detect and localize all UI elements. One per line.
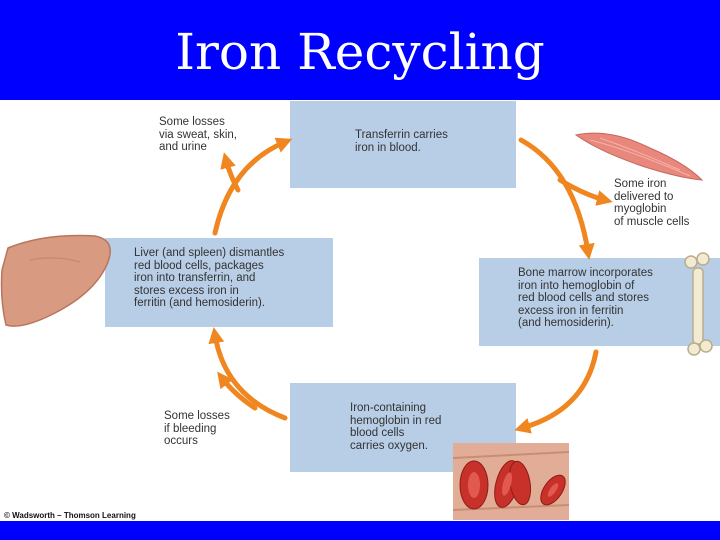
bone-marrow-text: Bone marrow incorporates iron into hemog… bbox=[518, 267, 653, 329]
publisher-credit: © Wadsworth – Thomson Learning bbox=[4, 511, 136, 520]
arrow-muscle-branch bbox=[557, 177, 613, 206]
title-bar bbox=[0, 0, 720, 100]
liver-box bbox=[105, 238, 333, 327]
arrow-sweat-branch bbox=[220, 152, 241, 193]
page-title: Iron Recycling bbox=[175, 23, 545, 81]
arrow-marrow-to-rbc bbox=[514, 349, 599, 434]
arrow-bleeding-branch bbox=[217, 371, 258, 411]
bottom-bar bbox=[0, 521, 720, 540]
bone-marrow-box bbox=[479, 258, 720, 346]
transferrin-box bbox=[290, 101, 516, 188]
red-blood-cell-text: Iron-containing hemoglobin in red blood … bbox=[350, 402, 442, 452]
liver-text: Liver (and spleen) dismantles red blood … bbox=[134, 247, 285, 309]
arrow-liver-to-transferrin bbox=[212, 137, 293, 236]
bleeding-losses-note: Some losses if bleeding occurs bbox=[164, 410, 230, 447]
transferrin-text: Transferrin carries iron in blood. bbox=[355, 129, 448, 154]
sweat-losses-note: Some losses via sweat, skin, and urine bbox=[159, 116, 237, 153]
arrow-rbc-to-liver bbox=[208, 327, 288, 421]
muscle-iron-note: Some iron delivered to myoglobin of musc… bbox=[614, 178, 690, 228]
